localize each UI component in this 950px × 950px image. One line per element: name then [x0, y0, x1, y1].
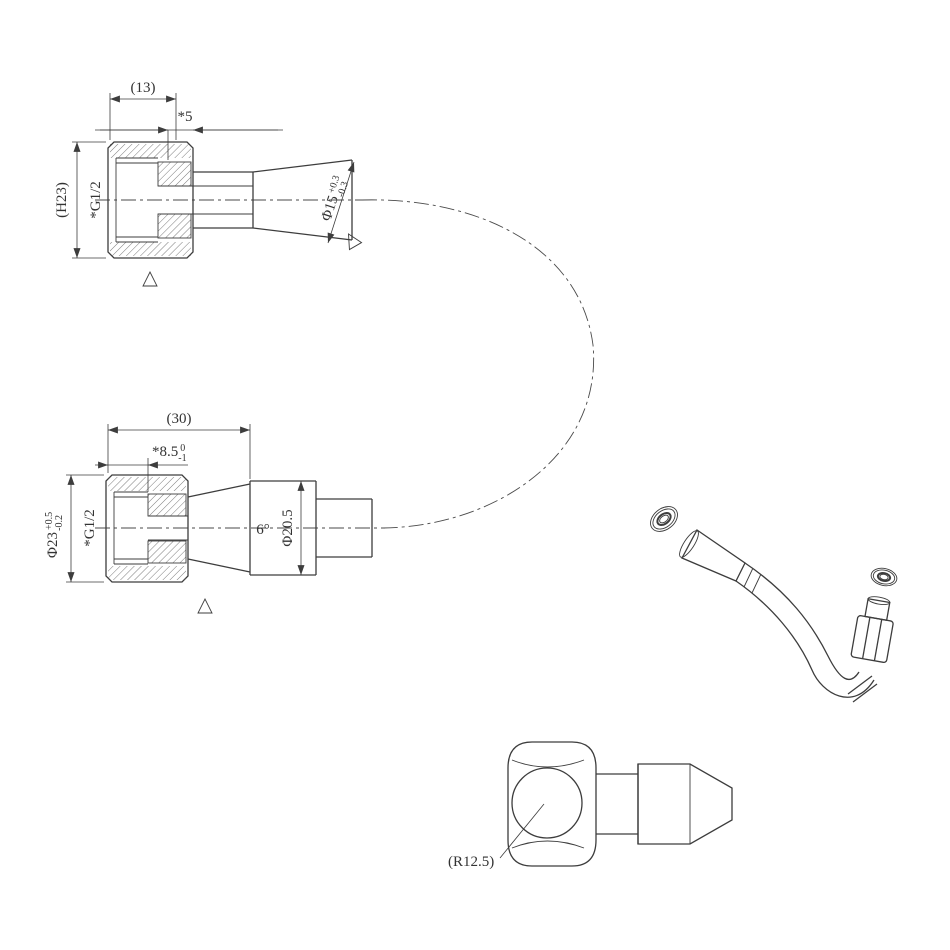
- dim-dia15-text: Φ15+0.3-0.3: [318, 174, 352, 224]
- elbow-face-circle: [511, 767, 583, 839]
- mid-insert-hatch-lower: [148, 541, 186, 563]
- dim-r125-text: (R12.5): [448, 854, 494, 870]
- mid-bore-lines: [148, 515, 188, 541]
- mid-thread-lines: [113, 491, 148, 565]
- top-fitting-section-view: (13) *5 (H23) *G1/2 Φ15+0.3-0.3: [54, 80, 363, 287]
- dim-5-text: *5: [178, 109, 193, 125]
- mid-insert-outline-lower: [147, 540, 187, 564]
- top-thread-lines: [115, 157, 158, 243]
- dim-dia23-text: Φ23+0.5-0.2: [44, 512, 65, 558]
- top-thread-label: *G1/2: [88, 181, 104, 219]
- dim-dia205-text: Φ20.5: [280, 509, 296, 546]
- dimension-r125: (R12.5): [448, 803, 545, 870]
- top-bore-lines: [158, 185, 253, 215]
- mid-nut-outline: [105, 474, 189, 583]
- elbow-body: [507, 741, 597, 867]
- mid-nut-hatch-upper: [108, 477, 186, 491]
- dimension-dia23: Φ23+0.5-0.2: [44, 474, 104, 583]
- surface-finish-symbol-mid: [197, 597, 213, 614]
- dim-30-text: (30): [167, 411, 192, 427]
- mid-nut-hatch-lower: [108, 566, 186, 580]
- top-insert-hatch-lower: [158, 214, 191, 238]
- top-tube: [193, 171, 254, 229]
- mid-cone: [187, 483, 251, 573]
- dimension-30: (30): [107, 411, 251, 479]
- mid-nipple: [316, 498, 373, 558]
- mid-cylinder: [249, 480, 317, 576]
- hose-nut-fitting: [850, 596, 894, 663]
- mid-insert-hatch-upper: [148, 494, 186, 516]
- washer-1: [650, 506, 678, 532]
- elbow-bottom-arc: [511, 840, 585, 849]
- top-insert-hatch-upper: [158, 162, 191, 186]
- hose-cone-fitting: [679, 529, 762, 594]
- hose-assembly-isometric: [650, 506, 898, 703]
- dimension-h23: (H23): [54, 141, 106, 259]
- mid-angle-label: 6°: [256, 522, 270, 538]
- dimension-5: *5: [95, 109, 283, 160]
- dim-h23-text: (H23): [54, 182, 70, 218]
- dimension-13: (13): [109, 80, 177, 140]
- mid-thread-label: *G1/2: [82, 509, 98, 547]
- elbow-fitting-view: (R12.5): [448, 741, 733, 870]
- washer-2: [870, 567, 898, 587]
- top-nut-hatch-lower: [110, 242, 191, 256]
- dimension-dia15: Φ15+0.3-0.3: [318, 161, 355, 244]
- surface-finish-symbol-top-2: [347, 233, 363, 251]
- surface-finish-symbol-top-1: [142, 270, 158, 287]
- elbow-top-arc: [511, 759, 585, 768]
- elbow-neck: [596, 773, 638, 835]
- top-nut-hatch-upper: [110, 144, 191, 158]
- hose-centerline-curve: [361, 199, 595, 529]
- hose-body: [735, 562, 878, 703]
- dimension-dia205: Φ20.5: [280, 481, 305, 575]
- dim-13-text: (13): [131, 80, 156, 96]
- elbow-hex-end: [637, 763, 733, 845]
